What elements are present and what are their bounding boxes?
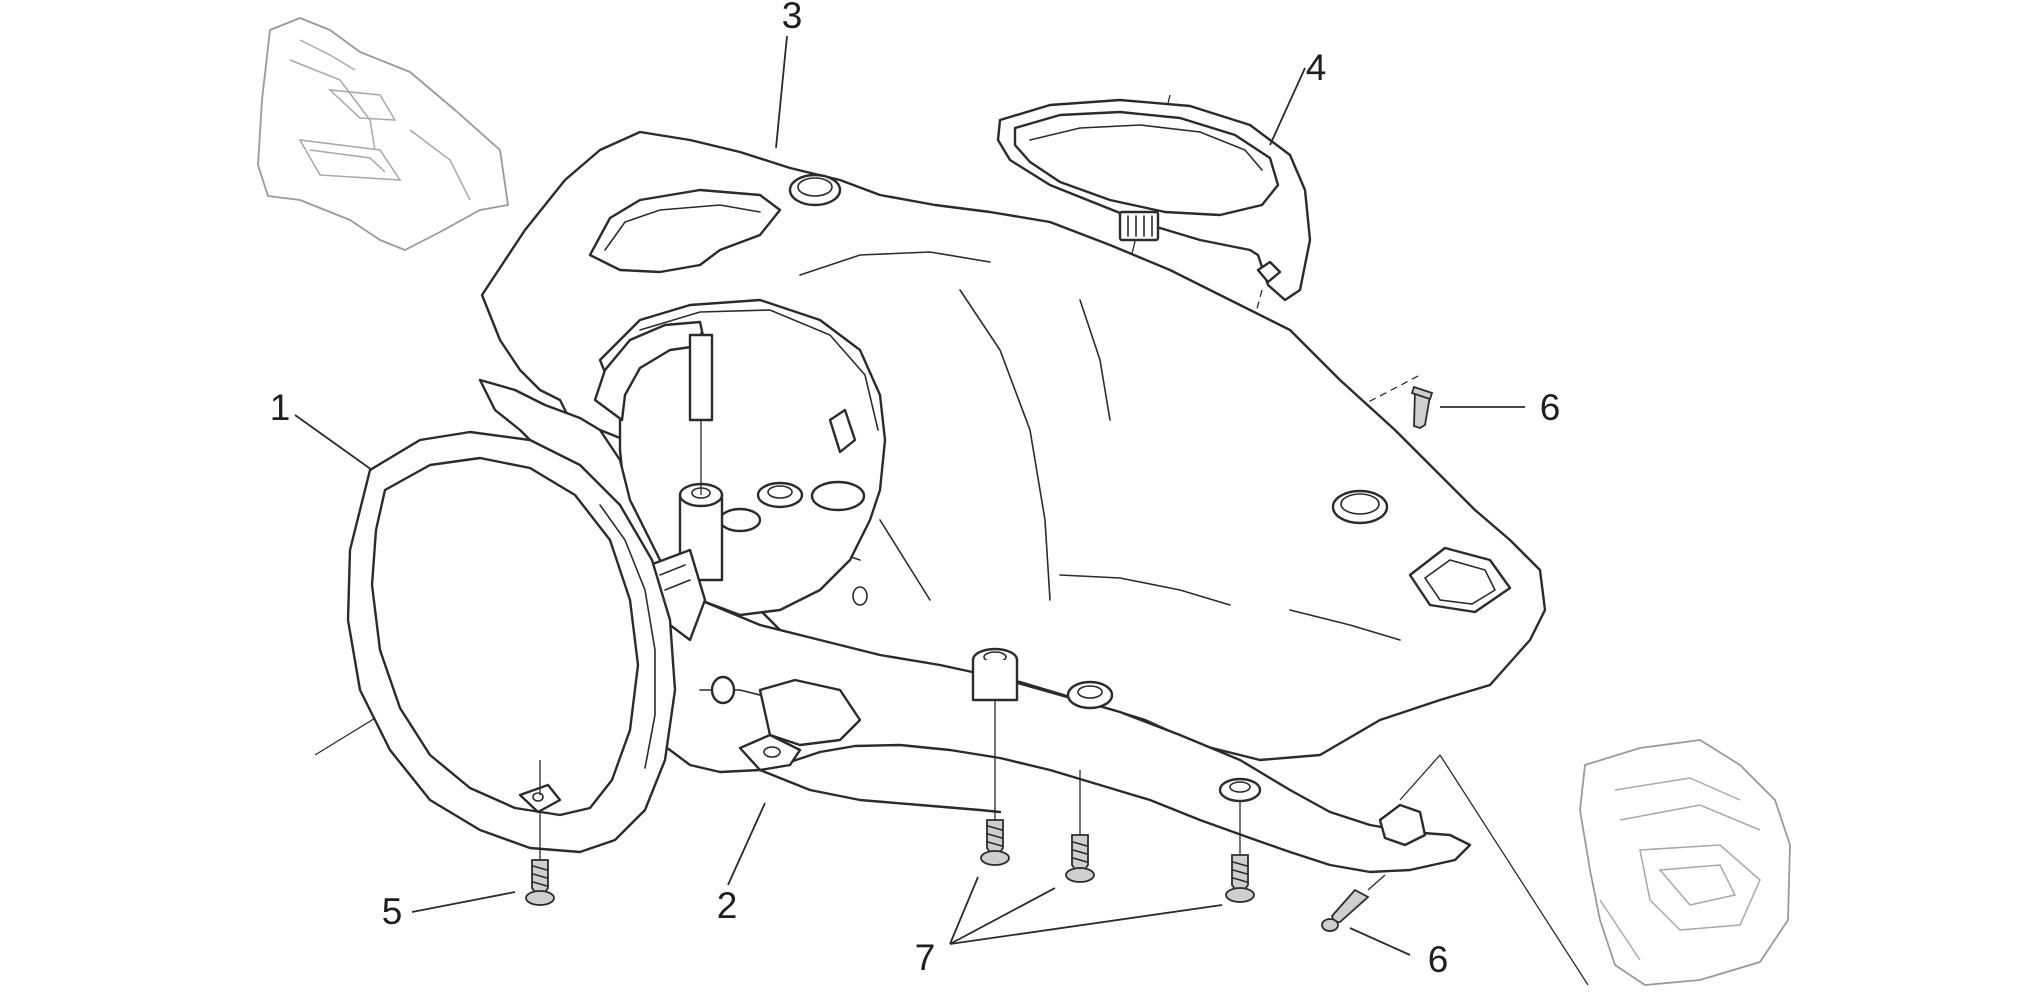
screw-5 <box>525 810 555 906</box>
handlebar-lower-cover <box>478 378 1472 874</box>
cover-boss-right <box>1331 489 1389 525</box>
screw-7-middle <box>1065 770 1095 883</box>
leader-7c <box>949 904 1223 945</box>
handlebar-cover <box>480 130 1547 762</box>
leader-3 <box>775 35 788 149</box>
axis-line-reference <box>1439 754 1589 986</box>
leader-1 <box>294 414 373 471</box>
callout-6-lower: 6 <box>1428 939 1449 980</box>
callout-4: 4 <box>1306 47 1327 88</box>
leader-2 <box>727 802 766 886</box>
callout-1: 1 <box>270 387 291 428</box>
reference-part-bottom-right <box>1579 739 1791 986</box>
callout-2: 2 <box>717 885 738 926</box>
axis-line-reference-b <box>1399 754 1441 801</box>
screw-6-upper <box>1410 385 1434 429</box>
clip-bracket <box>648 548 707 642</box>
instrument-ring-tab <box>1118 210 1160 242</box>
headlamp-rim-tab <box>518 783 562 814</box>
callout-3: 3 <box>782 0 803 36</box>
reference-part-top-left <box>257 17 509 251</box>
callout-6-upper: 6 <box>1540 387 1561 428</box>
callout-5: 5 <box>382 891 403 932</box>
leader-7b <box>949 887 1056 945</box>
callout-7: 7 <box>915 937 936 978</box>
leader-7a <box>949 876 979 945</box>
leader-5 <box>411 891 516 913</box>
screw-7-right <box>1225 800 1255 903</box>
instrument-ring <box>996 98 1312 302</box>
headlamp-rim <box>346 430 677 854</box>
leader-6-lower <box>1349 927 1411 956</box>
screw-7-left <box>980 700 1010 866</box>
screw-6-lower <box>1321 874 1386 932</box>
cover-boss-top <box>788 173 842 207</box>
leader-4 <box>1269 67 1306 146</box>
